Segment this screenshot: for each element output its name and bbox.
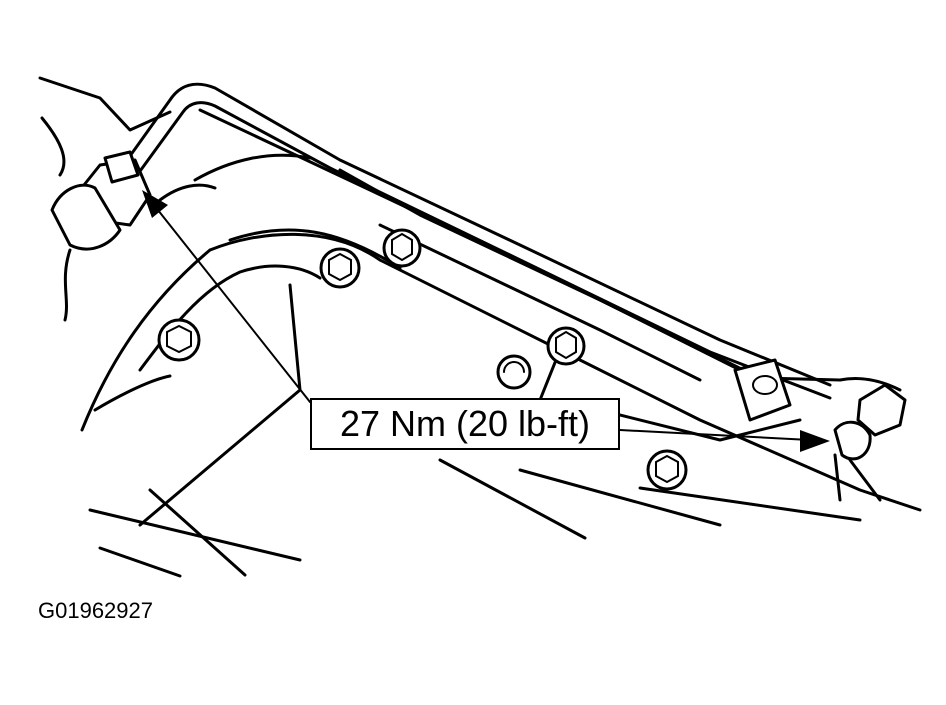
left-tube-fitting <box>50 150 152 251</box>
oil-pan-casting <box>38 76 922 578</box>
bolt-1 <box>157 318 201 362</box>
leader-arrow-right <box>619 429 830 452</box>
figure-id: G01962927 <box>38 598 153 623</box>
right-tube-fitting <box>833 383 907 502</box>
bolt-5 <box>496 354 532 390</box>
bolt-4 <box>546 326 586 366</box>
torque-label: 27 Nm (20 lb-ft) <box>339 403 591 444</box>
oil-tube <box>118 82 902 400</box>
bolt-6 <box>646 449 688 491</box>
bolt-2 <box>319 247 361 289</box>
tube-bracket <box>733 358 792 422</box>
torque-callout: 27 Nm (20 lb-ft) <box>310 398 620 450</box>
leader-arrow-left <box>142 190 311 403</box>
bolt-3 <box>382 228 422 268</box>
